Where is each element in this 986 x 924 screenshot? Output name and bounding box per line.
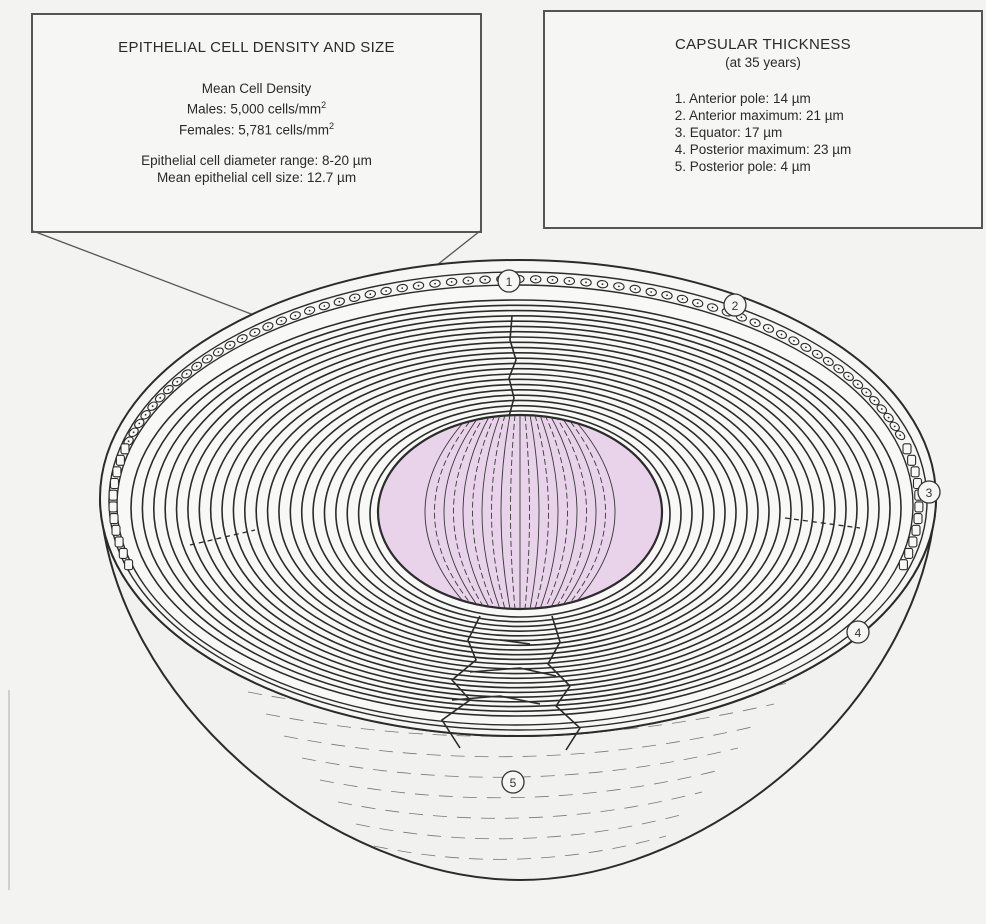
epithelial-cell [110,514,118,524]
epithelial-cell-nucleus [602,283,604,285]
epithelial-cell [911,467,919,477]
epithelial-cell-nucleus [827,361,829,363]
epithelial-cell [112,525,120,535]
epithelial-cell-nucleus [186,373,188,375]
epithelial-cell [111,479,119,489]
epithelial-cell-nucleus [128,440,130,442]
epithelial-cell-nucleus [369,293,371,295]
epithelial-cell-nucleus [585,282,587,284]
epithelial-cell-nucleus [650,291,652,293]
epithelial-cell [903,444,911,454]
epithelial-cell-nucleus [418,285,420,287]
epithelial-cell-nucleus [354,297,356,299]
epithelial-cell-nucleus [323,305,325,307]
epithelial-cell-nucleus [857,383,859,385]
epithelial-cell-nucleus [385,290,387,292]
epithelial-cell-nucleus [768,328,770,330]
epithelial-cell-nucleus [229,344,231,346]
marker-2-label: 2 [732,299,739,313]
epithelial-cell-nucleus [754,322,756,324]
marker-1: 1 [498,270,520,292]
epithelial-cell-nucleus [568,280,570,282]
epithelial-cell-nucleus [281,320,283,322]
marker-4-label: 4 [855,626,862,640]
epithelial-cell [899,560,907,570]
marker-2: 2 [724,294,746,316]
epithelial-cell [915,502,923,512]
epithelial-cell-nucleus [552,279,554,281]
epithelial-cell-nucleus [894,426,896,428]
epithelial-cell-nucleus [899,434,901,436]
marker-3-label: 3 [926,486,933,500]
epithelial-cell [909,537,917,547]
epithelial-cell-nucleus [138,423,140,425]
epithelial-cell-nucleus [267,326,269,328]
epithelial-cell-nucleus [888,417,890,419]
epithelial-cell-nucleus [467,280,469,282]
epithelial-cell-nucleus [881,408,883,410]
epithelial-cell [125,560,133,570]
epithelial-cell-nucleus [206,358,208,360]
epithelial-cell-nucleus [451,281,453,283]
epithelial-cell [905,548,913,558]
epithelial-cell [914,514,922,524]
epithelial-cell-nucleus [634,288,636,290]
epithelial-cell-nucleus [697,302,699,304]
epithelial-cell-nucleus [145,414,147,416]
epithelial-cell [121,444,129,454]
epithelial-cell-nucleus [254,332,256,334]
epithelial-cell-nucleus [741,316,743,318]
epithelial-cell-nucleus [838,368,840,370]
epithelial-cell-nucleus [218,351,220,353]
epithelial-cell [908,455,916,465]
epithelial-cell-nucleus [176,381,178,383]
epithelial-cell-nucleus [241,338,243,340]
epithelial-cell-nucleus [682,298,684,300]
epithelial-cell-nucleus [309,310,311,312]
epithelial-cell-nucleus [535,278,537,280]
epithelial-cell-nucleus [294,315,296,317]
epithelial-cell-nucleus [781,334,783,336]
epithelial-cell-nucleus [484,279,486,281]
epithelial-cell-nucleus [152,405,154,407]
marker-5-label: 5 [510,776,517,790]
epithelial-cell [109,490,117,500]
epithelial-cell-nucleus [848,376,850,378]
marker-4: 4 [847,621,869,643]
epithelial-cell-nucleus [618,286,620,288]
epithelial-cell [115,537,123,547]
marker-1-label: 1 [506,275,513,289]
epithelial-cell-nucleus [712,307,714,309]
marker-5: 5 [502,771,524,793]
epithelial-cell-nucleus [793,340,795,342]
epithelial-cell-nucleus [805,347,807,349]
epithelial-cell-nucleus [338,301,340,303]
epithelial-cell [119,548,127,558]
epithelial-cell-nucleus [817,353,819,355]
epithelial-cell-nucleus [874,400,876,402]
epithelial-cell-nucleus [168,389,170,391]
marker-3: 3 [918,481,940,503]
epithelial-cell [109,502,117,512]
epithelial-cell-nucleus [401,287,403,289]
epithelial-cell-nucleus [159,397,161,399]
epithelial-cell-nucleus [866,392,868,394]
epithelial-cell [113,467,121,477]
epithelial-cell-nucleus [666,294,668,296]
epithelial-cell-nucleus [434,283,436,285]
epithelial-cell [116,455,124,465]
epithelial-cell-nucleus [196,365,198,367]
epithelial-cell-nucleus [133,431,135,433]
epithelial-cell [912,525,920,535]
